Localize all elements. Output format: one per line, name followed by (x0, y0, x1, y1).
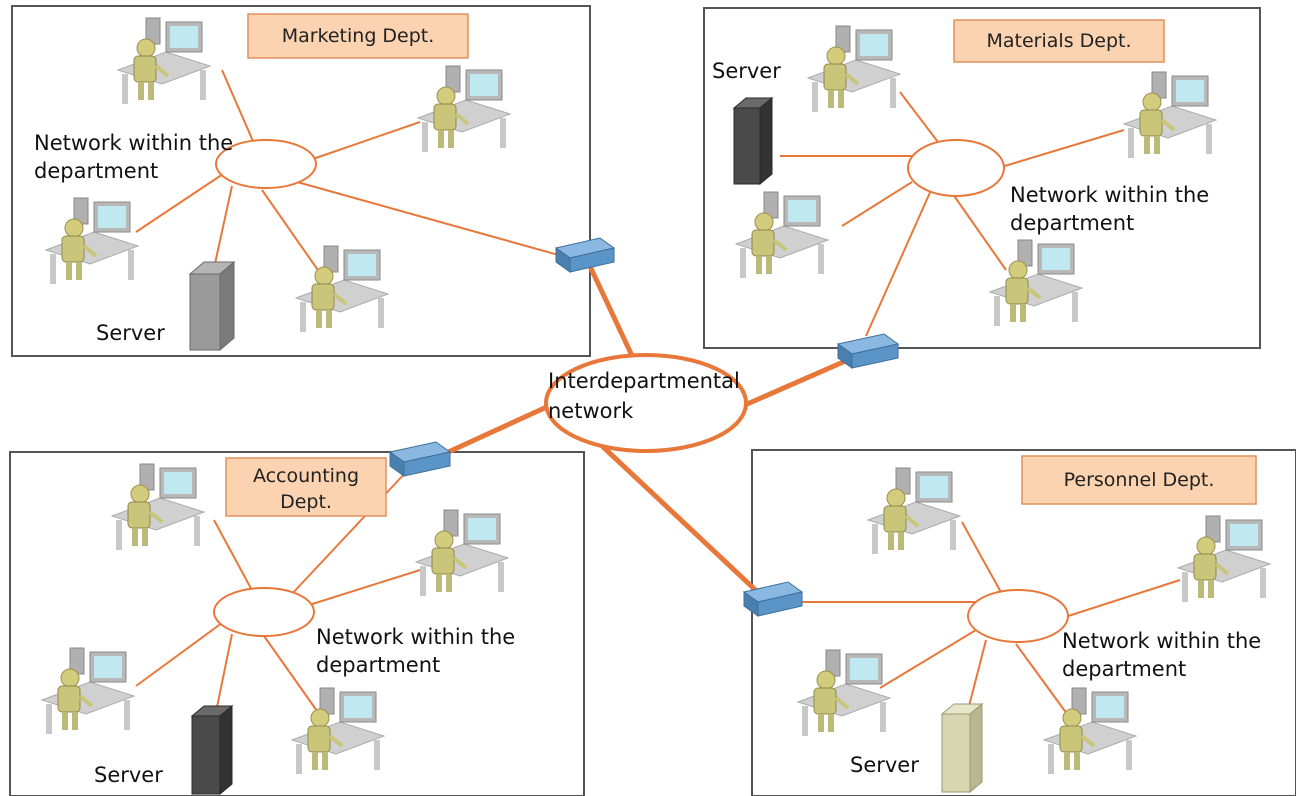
materials-server-label: Server (712, 59, 781, 83)
accounting-network-ring (213, 587, 315, 637)
materials-server-body (733, 107, 761, 185)
marketing-server-label: Server (96, 321, 165, 345)
personnel-server-icon (940, 702, 984, 794)
marketing-dept-label: Marketing Dept. (282, 25, 435, 47)
personnel-server-body (941, 713, 971, 793)
materials-network-label-2: department (1010, 211, 1134, 235)
marketing-network-ring (215, 139, 317, 189)
personnel-dept-label-box (1021, 455, 1257, 505)
personnel-network-label: Network within the (1062, 629, 1261, 653)
materials-dept-label: Materials Dept. (987, 30, 1132, 52)
interdepartmental-label: Interdepartmental (548, 369, 740, 393)
accounting-dept-label: Accounting (253, 465, 359, 487)
personnel-network-ring (967, 589, 1069, 643)
interdepartmental-network-ring (544, 353, 748, 453)
personnel-dept-label: Personnel Dept. (1064, 469, 1215, 491)
materials-network-label: Network within the (1010, 183, 1209, 207)
marketing-dept-label-box (247, 13, 469, 59)
accounting-router-icon (388, 441, 452, 477)
accounting-server-label: Server (94, 763, 163, 787)
marketing-links (135, 69, 563, 277)
personnel-router-icon (742, 581, 804, 617)
accounting-links (135, 469, 421, 719)
accounting-network-label-2: department (316, 653, 440, 677)
accounting-server-body (191, 715, 221, 795)
materials-network-ring (907, 139, 1005, 197)
marketing-network-label: Network within the (34, 131, 233, 155)
materials-server-icon (732, 96, 774, 186)
personnel-network-label-2: department (1062, 657, 1186, 681)
marketing-router-icon (554, 237, 616, 273)
accounting-server-icon (190, 704, 234, 796)
accounting-dept-label-2: Dept. (280, 491, 332, 513)
marketing-network-label-2: department (34, 159, 158, 183)
marketing-server-body (189, 273, 221, 351)
interdepartmental-label-2: network (548, 399, 634, 423)
personnel-server-label: Server (850, 753, 919, 777)
accounting-dept-label-box (225, 457, 387, 517)
materials-router-icon (836, 333, 900, 369)
personnel-links (780, 521, 1181, 719)
accounting-network-label: Network within the (316, 625, 515, 649)
marketing-server-icon (188, 260, 236, 352)
materials-dept-label-box (953, 19, 1165, 63)
materials-links (780, 91, 1125, 337)
